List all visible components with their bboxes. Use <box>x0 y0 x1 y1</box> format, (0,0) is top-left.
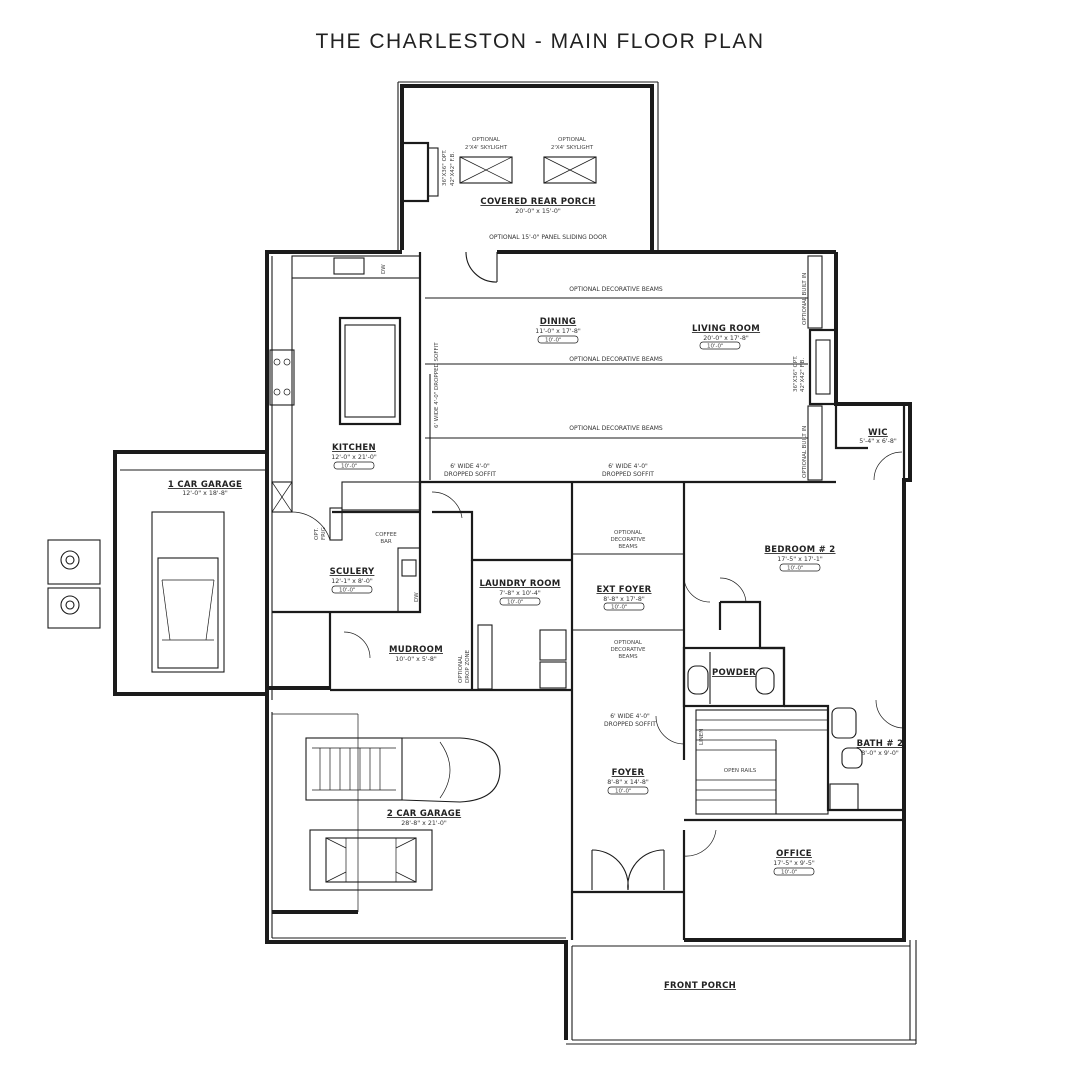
room-name-2-car-garage: 2 CAR GARAGE <box>387 809 461 819</box>
opt-beams-note-1: OPTIONAL <box>614 530 643 536</box>
soffit-note-hall-2: DROPPED SOFFIT <box>602 471 654 478</box>
exterior-walls <box>113 250 912 1040</box>
opt-beams-note-1c: BEAMS <box>618 544 638 550</box>
soffit-note-hall: 6' WIDE 4'-0" <box>608 463 648 470</box>
powder-bath-stairs: POWDER BATH # 2 8'-0" x 9'-0" OPEN RAILS… <box>682 646 905 815</box>
soffit-note-foyer: 6' WIDE 4'-0" <box>610 713 650 720</box>
room-dims-ext-foyer: 8'-8" x 17'-8" <box>603 596 645 603</box>
skylight-2-label: OPTIONAL <box>558 137 587 143</box>
room-name-powder: POWDER <box>712 668 756 678</box>
room-name-living-room: LIVING ROOM <box>692 324 760 334</box>
room-name-sculery: SCULERY <box>330 567 375 577</box>
room-name-dining: DINING <box>540 317 576 327</box>
two-car-garage: 2 CAR GARAGE 28'-8" x 21'-0" <box>272 713 501 914</box>
ceiling-ext-foyer: 10'-0" <box>611 605 628 611</box>
ceiling-sculery: 10'-0" <box>339 588 356 594</box>
room-dims-1-car-garage: 12'-0" x 18'-8" <box>182 490 228 497</box>
opt-frig-label-2: FRIG <box>321 527 327 540</box>
drop-zone-label-2: DROP ZONE <box>465 649 471 683</box>
room-dims-mudroom: 10'-0" x 5'-8" <box>395 656 437 663</box>
coffee-bar-label-2: BAR <box>380 539 392 545</box>
page-title: THE CHARLESTON - MAIN FLOOR PLAN <box>315 30 765 53</box>
room-name-office: OFFICE <box>776 849 812 859</box>
skylight-1-size: 2'X4' SKYLIGHT <box>465 145 508 151</box>
ceiling-dining: 10'-0" <box>545 338 562 344</box>
room-dims-foyer: 8'-8" x 14'-8" <box>607 779 649 786</box>
built-in-note-2: OPTIONAL BUILT IN <box>802 426 808 478</box>
ceiling-laundry-room: 10'-0" <box>507 600 524 606</box>
room-dims-covered-rear-porch: 20'-0" x 15'-0" <box>515 208 561 215</box>
soffit-note-kitchen-2: DROPPED SOFFIT <box>444 471 496 478</box>
room-name-ext-foyer: EXT FOYER <box>596 585 651 595</box>
coffee-bar-label: COFFEE <box>375 532 397 538</box>
porch-fireplace-fb: 42"X42" F.B. <box>450 152 456 186</box>
room-dims-laundry-room: 7'-8" x 10'-4" <box>499 590 541 597</box>
room-name-laundry-room: LAUNDRY ROOM <box>479 579 560 589</box>
porch-fireplace-label: 36"X36" OPT. <box>442 149 448 186</box>
room-dims-living-room: 20'-0" x 17'-8" <box>703 335 749 342</box>
room-name-wic: WIC <box>868 428 888 438</box>
room-name-bedroom-2: BEDROOM # 2 <box>764 545 835 555</box>
front-porch: FRONT PORCH <box>565 940 917 1045</box>
room-name-covered-rear-porch: COVERED REAR PORCH <box>480 197 595 207</box>
room-dims-office: 17'-5" x 9'-5" <box>773 860 815 867</box>
opt-beams-note-1b: DECORATIVE <box>610 537 646 543</box>
kitchen: DW KITCHEN 12'-0" x 21'-0" 10'-0" OPT. F… <box>269 252 422 541</box>
room-name-kitchen: KITCHEN <box>332 443 376 453</box>
soffit-note-foyer-2: DROPPED SOFFIT <box>604 721 656 728</box>
living-fireplace-fb: 42"X42" F.B. <box>800 358 806 392</box>
skylight-1-label: OPTIONAL <box>472 137 501 143</box>
sliding-door-note: OPTIONAL 15'-0" PANEL SLIDING DOOR <box>489 234 607 241</box>
vertical-soffit-note: 6' WIDE 4'-0" DROPPED SOFFIT <box>434 342 440 428</box>
beams-note-1: OPTIONAL DECORATIVE BEAMS <box>569 286 663 293</box>
room-dims-bedroom-2: 17'-5" x 17'-1" <box>777 556 823 563</box>
room-name-mudroom: MUDROOM <box>389 645 443 655</box>
ceiling-living-room: 10'-0" <box>707 344 724 350</box>
ceiling-office: 10'-0" <box>781 870 798 876</box>
room-name-foyer: FOYER <box>612 768 645 778</box>
dining-living: OPTIONAL DECORATIVE BEAMS OPTIONAL DECOR… <box>420 251 838 484</box>
opt-beams-note-2c: BEAMS <box>618 654 638 660</box>
built-in-note-1: OPTIONAL BUILT IN <box>802 273 808 325</box>
beams-note-3: OPTIONAL DECORATIVE BEAMS <box>569 425 663 432</box>
service-rooms: DW COFFEE BAR SCULERY 12'-1" x 8'-0" 10'… <box>272 482 572 692</box>
ceiling-bedroom-2: 10'-0" <box>787 566 804 572</box>
kitchen-dw-label: DW <box>381 264 387 274</box>
opt-beams-note-2b: DECORATIVE <box>610 647 646 653</box>
room-name-front-porch: FRONT PORCH <box>664 981 736 991</box>
skylight-2-size: 2'X4' SKYLIGHT <box>551 145 594 151</box>
beams-note-2: OPTIONAL DECORATIVE BEAMS <box>569 356 663 363</box>
ceiling-kitchen: 10'-0" <box>341 464 358 470</box>
room-dims-wic: 5'-4" x 6'-8" <box>859 438 897 445</box>
linen-note: LINEN <box>699 729 705 745</box>
covered-rear-porch: 36"X36" OPT. 42"X42" F.B. OPTIONAL 2'X4'… <box>397 81 659 250</box>
room-dims-dining: 11'-0" x 17'-8" <box>535 328 581 335</box>
ceiling-foyer: 10'-0" <box>615 789 632 795</box>
opt-frig-label: OPT. <box>314 528 320 540</box>
soffit-note-kitchen: 6' WIDE 4'-0" <box>450 463 490 470</box>
foyer-office: 6' WIDE 4'-0" DROPPED SOFFIT FOYER 8'-8"… <box>572 713 904 940</box>
room-dims-kitchen: 12'-0" x 21'-0" <box>331 454 377 461</box>
ext-foyer-bedroom: OPTIONAL DECORATIVE BEAMS EXT FOYER 8'-8… <box>570 404 906 940</box>
room-name-1-car-garage: 1 CAR GARAGE <box>168 480 242 490</box>
sculery-dw-label: DW <box>414 592 420 602</box>
opt-beams-note-2: OPTIONAL <box>614 640 643 646</box>
one-car-garage: 1 CAR GARAGE 12'-0" x 18'-8" <box>47 480 242 673</box>
living-fireplace-label: 36"X36" OPT. <box>793 355 799 392</box>
open-rails-note: OPEN RAILS <box>724 768 757 774</box>
room-name-bath-2: BATH # 2 <box>857 739 904 749</box>
room-dims-sculery: 12'-1" x 8'-0" <box>331 578 373 585</box>
room-dims-bath-2: 8'-0" x 9'-0" <box>861 750 899 757</box>
drop-zone-label: OPTIONAL <box>458 654 464 683</box>
room-dims-2-car-garage: 28'-8" x 21'-0" <box>401 820 447 827</box>
